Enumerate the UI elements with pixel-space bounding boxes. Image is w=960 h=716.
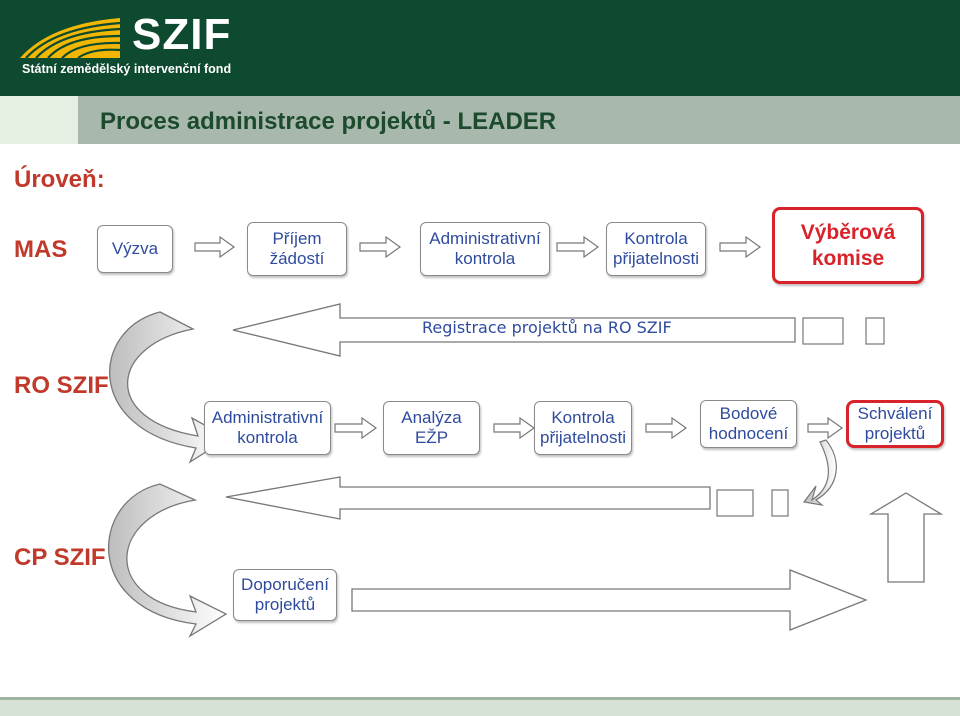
arrow-tail-block-4: [771, 489, 789, 517]
step-analyza-ezp: Analýza EŽP: [383, 401, 480, 455]
step-vyberova-komise: Výběrová komise: [772, 207, 924, 284]
page-title: Proces administrace projektů - LEADER: [100, 108, 557, 135]
step-schvaleni-projektu: Schválení projektů: [846, 400, 944, 448]
arrow-mas-2: [359, 235, 402, 259]
levels-heading: Úroveň:: [14, 166, 105, 193]
arrow-ro-2: [493, 416, 536, 440]
logo-subtitle: Státní zemědělský intervenční fond: [22, 62, 232, 76]
arrow-ro-4: [807, 416, 844, 440]
footer-bar: [0, 700, 960, 716]
step-doporuceni-projektu: Doporučení projektů: [233, 569, 337, 621]
title-band: [0, 96, 960, 144]
step-vyzva: Výzva: [97, 225, 173, 273]
arrow-tail-block-2: [865, 317, 885, 345]
arrow-mas-1: [194, 235, 236, 259]
arrow-tail-block-3: [716, 489, 754, 517]
arrow-ro-1: [334, 416, 378, 440]
step-ro-admin-kontrola: Administrativní kontrola: [204, 401, 331, 455]
step-prijem-zadosti: Příjem žádostí: [247, 222, 347, 276]
logo-wordmark: SZIF: [132, 10, 232, 59]
title-accent: [0, 96, 78, 144]
arrow-ro-3: [645, 416, 688, 440]
curved-arrow-cp: [108, 483, 228, 638]
step-mas-admin-kontrola: Administrativní kontrola: [420, 222, 550, 276]
arrow-registration: [232, 303, 796, 357]
registration-label: Registrace projektů na RO SZIF: [422, 318, 672, 337]
step-bodove-hodnoceni: Bodové hodnocení: [700, 400, 797, 448]
header-bar: [0, 0, 960, 96]
arrow-tail-block-1: [802, 317, 844, 345]
curved-arrow-small: [802, 439, 837, 506]
szif-logo-icon: [20, 14, 120, 58]
arrow-return: [225, 476, 711, 520]
arrow-cp-right: [351, 569, 868, 631]
arrow-up: [868, 492, 944, 583]
step-mas-kontrola-prijatelnosti: Kontrola přijatelnosti: [606, 222, 706, 276]
arrow-mas-3: [556, 235, 600, 259]
step-ro-kontrola-prijatelnosti: Kontrola přijatelnosti: [534, 401, 632, 455]
level-ro-szif: RO SZIF: [14, 372, 109, 399]
arrow-mas-4: [719, 235, 762, 259]
level-cp-szif: CP SZIF: [14, 544, 106, 571]
footer-line: [0, 697, 960, 700]
level-mas: MAS: [14, 236, 68, 263]
